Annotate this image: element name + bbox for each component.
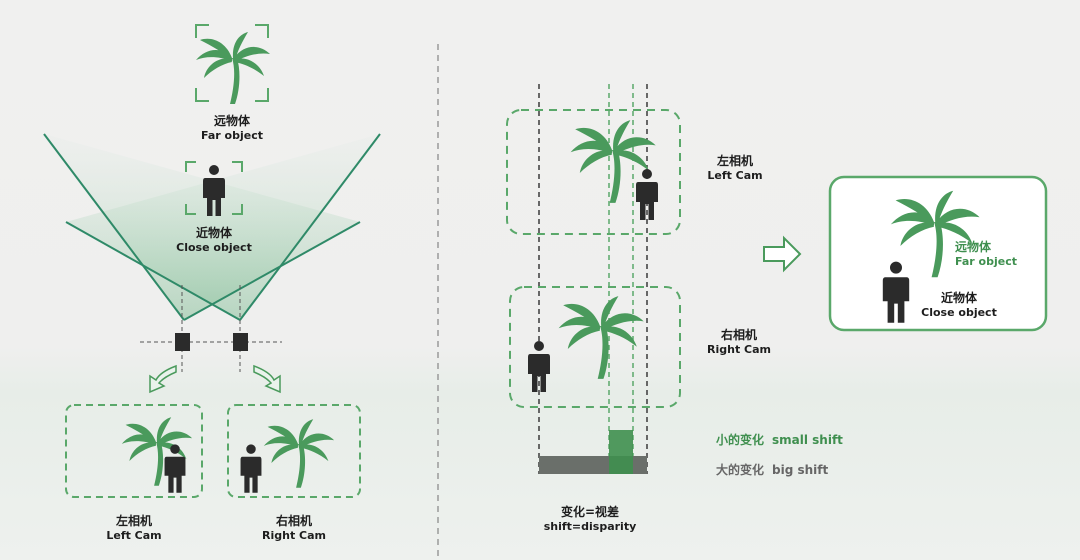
right-panel-left-cam-label-en: Left Cam xyxy=(707,169,763,182)
result-close-object-label-en: Close object xyxy=(921,306,997,319)
small-shift-legend-en: small shift xyxy=(772,433,843,447)
right-panel-left-cam-label: 左相机 Left Cam xyxy=(702,154,768,183)
camera-icon xyxy=(233,333,248,351)
big-shift-legend-zh: 大的变化 xyxy=(716,463,765,477)
right-cam-label: 右相机 Right Cam xyxy=(256,514,332,543)
close-object-label-en: Close object xyxy=(176,241,252,254)
small-shift-legend-zh: 小的变化 xyxy=(716,433,765,447)
close-object-focus-frame xyxy=(185,161,243,215)
shift-disparity-label-en: shift=disparity xyxy=(543,520,637,533)
far-object-label: 远物体 Far object xyxy=(192,114,272,143)
close-object-label: 近物体 Close object xyxy=(164,226,264,255)
right-panel-right-cam-label-zh: 右相机 xyxy=(720,328,757,342)
left-cam-label-zh: 左相机 xyxy=(115,514,152,528)
result-close-object-label: 近物体 Close object xyxy=(914,291,1004,320)
left-cam-view-frame xyxy=(65,404,203,498)
left-cam-label-en: Left Cam xyxy=(106,529,162,542)
right-panel-right-cam-label-en: Right Cam xyxy=(707,343,771,356)
shift-disparity-label: 变化=视差 shift=disparity xyxy=(540,505,640,534)
result-far-object-label-en: Far object xyxy=(955,255,1017,268)
palm-tree-icon xyxy=(263,419,335,488)
right-cam-label-en: Right Cam xyxy=(262,529,326,542)
shift-disparity-label-zh: 变化=视差 xyxy=(560,505,620,519)
camera-icon xyxy=(175,333,190,351)
right-panel-right-cam-frame xyxy=(509,286,681,408)
right-panel xyxy=(506,84,1048,474)
big-shift-legend-en: big shift xyxy=(772,463,829,477)
far-object-label-zh: 远物体 xyxy=(213,114,250,128)
far-object-label-en: Far object xyxy=(201,129,263,142)
curved-arrow-icon xyxy=(253,364,281,394)
palm-tree-icon xyxy=(196,32,270,104)
result-far-object-label-zh: 远物体 xyxy=(955,240,992,254)
left-panel xyxy=(43,24,381,498)
result-close-object-label-zh: 近物体 xyxy=(940,291,977,305)
left-cam-label: 左相机 Left Cam xyxy=(96,514,172,543)
right-panel-left-cam-frame xyxy=(506,109,681,235)
right-cam-fov xyxy=(66,134,380,320)
right-panel-right-cam-label: 右相机 Right Cam xyxy=(703,328,775,357)
right-arrow-icon xyxy=(763,235,802,273)
result-far-object-label: 远物体 Far object xyxy=(955,240,1035,269)
camera-axes xyxy=(140,285,282,372)
field-of-view-wedges xyxy=(43,133,381,321)
small-shift-bar xyxy=(609,430,633,474)
palm-tree-icon xyxy=(558,296,644,379)
person-icon xyxy=(240,444,262,493)
far-object-focus-frame xyxy=(195,24,269,102)
close-object-label-zh: 近物体 xyxy=(195,226,232,240)
right-panel-left-cam-label-zh: 左相机 xyxy=(716,154,753,168)
curved-arrow-icon xyxy=(149,364,177,394)
small-shift-legend: 小的变化 small shift xyxy=(716,431,851,448)
right-cam-label-zh: 右相机 xyxy=(275,514,312,528)
big-shift-legend: 大的变化 big shift xyxy=(716,461,836,478)
